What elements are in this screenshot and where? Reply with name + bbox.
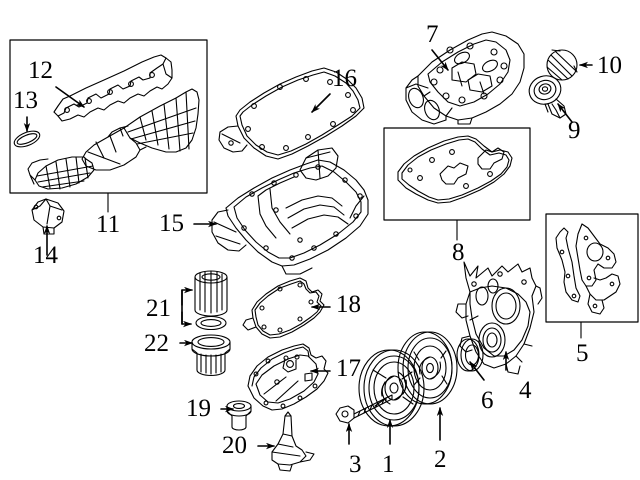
part-upper-oil-pan-gasket [218, 67, 365, 160]
callout-label-7[interactable]: 7 [426, 21, 439, 48]
part-timing-chain-cover [455, 261, 543, 375]
part-intake-manifold [27, 88, 200, 190]
part-drive-belt-pulley [397, 331, 458, 405]
group-box-valve-cover-gasket [383, 127, 531, 241]
callout-label-15[interactable]: 15 [159, 210, 184, 237]
part-valve-cover [405, 31, 525, 125]
part-oil-filter-element [194, 270, 228, 317]
callout-label-17[interactable]: 17 [336, 355, 361, 382]
callout-label-11[interactable]: 11 [96, 211, 121, 238]
callout-label-18[interactable]: 18 [336, 291, 361, 318]
part-lower-oil-pan [247, 343, 329, 411]
group-box-timing-gaskets [545, 213, 639, 339]
callout-label-4[interactable]: 4 [519, 377, 532, 404]
part-oil-drain-plug [226, 400, 252, 431]
callout-leaders [23, 49, 593, 450]
callout-label-1[interactable]: 1 [382, 451, 395, 478]
callout-label-13[interactable]: 13 [13, 87, 38, 114]
part-oil-filter-o-ring [195, 315, 227, 331]
part-oil-filter-housing-cap [191, 334, 231, 377]
callout-label-8[interactable]: 8 [452, 239, 465, 266]
callout-label-20[interactable]: 20 [222, 432, 247, 459]
part-oil-filler-cap-seal [546, 49, 578, 81]
callout-label-12[interactable]: 12 [28, 57, 53, 84]
group-box-intake-manifold [9, 39, 208, 213]
part-valve-cover-gasket [397, 135, 513, 204]
callout-label-6[interactable]: 6 [481, 387, 494, 414]
callout-label-19[interactable]: 19 [186, 395, 211, 422]
callout-label-16[interactable]: 16 [332, 65, 357, 92]
callout-label-14[interactable]: 14 [33, 242, 58, 269]
part-oil-level-sensor [271, 411, 315, 472]
callout-label-22[interactable]: 22 [144, 330, 169, 357]
callout-label-9[interactable]: 9 [568, 117, 581, 144]
callout-label-2[interactable]: 2 [434, 446, 447, 473]
callout-label-10[interactable]: 10 [597, 52, 622, 79]
callout-label-3[interactable]: 3 [349, 451, 362, 478]
part-timing-cover-gasket-set [555, 223, 621, 315]
part-upper-oil-pan [211, 147, 369, 275]
part-intake-manifold-o-ring [13, 130, 41, 148]
callout-label-21[interactable]: 21 [146, 295, 171, 322]
part-lower-oil-pan-gasket [242, 277, 325, 339]
callout-label-5[interactable]: 5 [576, 340, 589, 367]
part-intake-air-temp-sensor [31, 198, 65, 235]
